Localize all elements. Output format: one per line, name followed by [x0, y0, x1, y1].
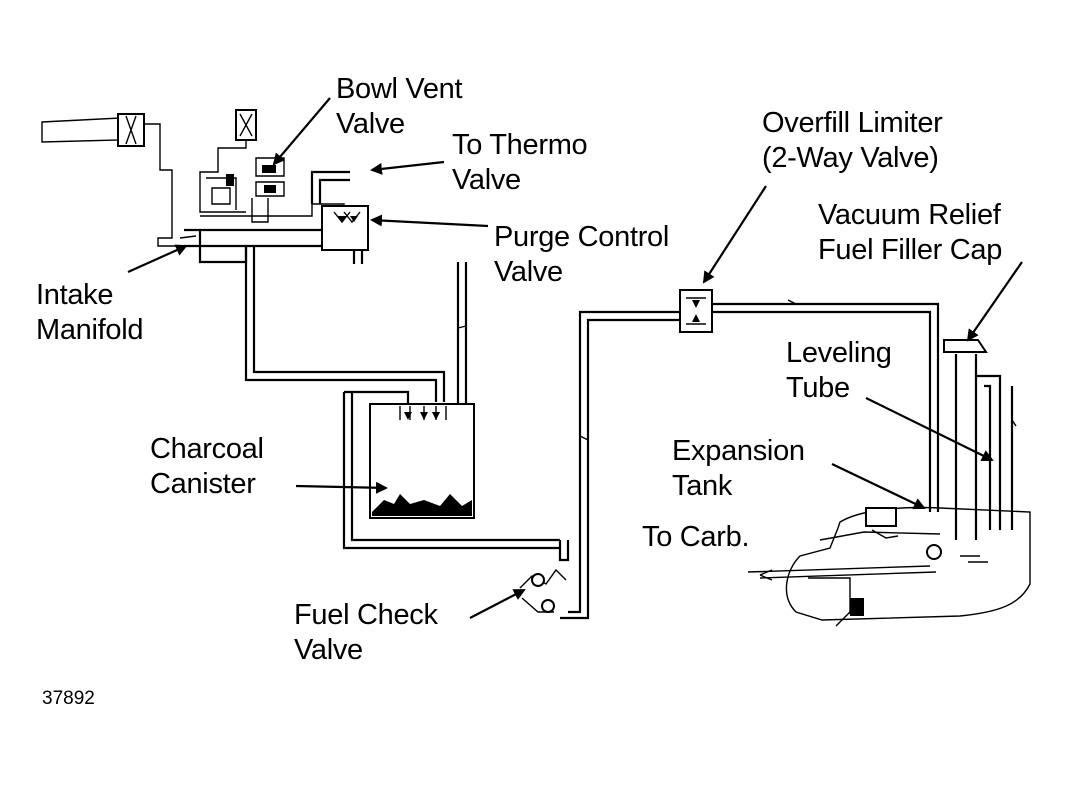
leader-arrows	[127, 97, 1023, 619]
label-bowl-vent-valve-line-1: Bowl Vent	[336, 73, 463, 105]
arrow-filler-cap	[966, 261, 1023, 342]
label-purge-control-valve-line-1: Purge Control	[494, 221, 670, 253]
label-vacuum-relief-line-1: Vacuum Relief	[818, 199, 1001, 231]
label-to-carb: To Carb.	[642, 520, 750, 555]
label-expansion-tank: Expansion Tank	[672, 434, 805, 504]
charcoal-canister-drawing	[369, 403, 475, 519]
label-leveling-tube: Leveling Tube	[786, 336, 892, 406]
label-charcoal-canister-line-2: Canister	[150, 468, 256, 500]
label-leveling-tube-line-2: Tube	[786, 372, 850, 404]
arrow-bowl-vent	[272, 97, 331, 166]
arrow-overfill-limiter	[702, 185, 767, 284]
label-bowl-vent-valve: Bowl Vent Valve	[336, 72, 463, 142]
label-purge-control-valve-line-2: Valve	[494, 256, 563, 288]
arrow-fuel-check	[469, 589, 526, 619]
label-vacuum-relief-fuel-filler-cap: Vacuum Relief Fuel Filler Cap	[818, 198, 1002, 268]
label-to-thermo-valve: To Thermo Valve	[452, 128, 588, 198]
label-intake-manifold: Intake Manifold	[36, 278, 144, 348]
label-overfill-limiter: Overfill Limiter (2-Way Valve)	[762, 106, 943, 176]
label-bowl-vent-valve-line-2: Valve	[336, 108, 405, 140]
arrow-thermo-valve	[370, 160, 445, 175]
label-overfill-limiter-line-2: (2-Way Valve)	[762, 142, 939, 174]
label-charcoal-canister: Charcoal Canister	[150, 432, 264, 502]
label-vacuum-relief-line-2: Fuel Filler Cap	[818, 234, 1003, 266]
label-intake-manifold-line-1: Intake	[36, 279, 114, 311]
fuel-check-valve-drawing	[519, 310, 680, 620]
label-fuel-check-valve-line-2: Valve	[294, 634, 363, 666]
figure-number: 37892	[42, 688, 95, 709]
fuel-tank-drawing	[747, 339, 1031, 627]
arrow-purge-control	[370, 214, 489, 228]
label-to-thermo-valve-line-1: To Thermo	[452, 129, 588, 161]
vapor-lines	[244, 246, 560, 550]
label-to-thermo-valve-line-2: Valve	[452, 164, 521, 196]
label-to-carb-text: To Carb.	[642, 521, 750, 553]
label-fuel-check-valve-line-1: Fuel Check	[294, 599, 438, 631]
arrow-intake-manifold	[127, 244, 188, 274]
label-intake-manifold-line-2: Manifold	[36, 314, 144, 346]
label-purge-control-valve: Purge Control Valve	[494, 220, 669, 290]
arrow-canister	[295, 481, 388, 494]
label-overfill-limiter-line-1: Overfill Limiter	[762, 107, 943, 139]
label-expansion-tank-line-2: Tank	[672, 470, 733, 502]
carburetor-assembly	[41, 109, 369, 264]
arrow-expansion-tank	[831, 463, 926, 510]
label-leveling-tube-line-1: Leveling	[786, 337, 892, 369]
overfill-limiter-drawing	[679, 289, 940, 512]
arrow-leveling-tube	[865, 397, 994, 461]
label-fuel-check-valve: Fuel Check Valve	[294, 598, 438, 668]
label-expansion-tank-line-1: Expansion	[672, 435, 805, 467]
label-charcoal-canister-line-1: Charcoal	[150, 433, 264, 465]
